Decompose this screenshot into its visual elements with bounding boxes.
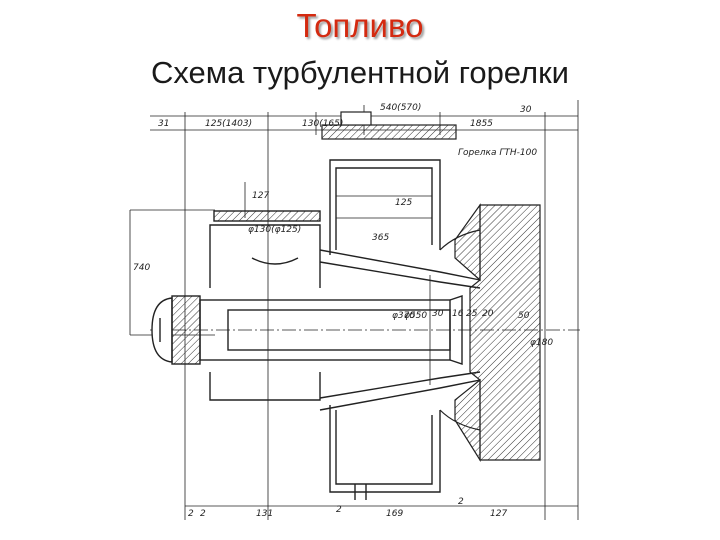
burner-throat xyxy=(439,203,541,463)
dim-caption: Горелка ГТН-100 xyxy=(458,148,537,158)
dim-25: 25 xyxy=(466,309,478,319)
slide-title: Топливо xyxy=(296,7,424,44)
dim-130-165: 130(165) xyxy=(302,119,343,129)
dim-d550: φ550 xyxy=(404,311,427,321)
dim-1855: 1855 xyxy=(470,119,493,129)
dim-d370: φ370 xyxy=(392,311,415,321)
upper-air-box xyxy=(329,159,441,255)
lance-cap xyxy=(151,295,201,365)
dim-169: 169 xyxy=(386,509,403,519)
dim-125-1403: 125(1403) xyxy=(205,119,252,129)
dim-125-mid: 125 xyxy=(395,198,412,208)
dim-131: 131 xyxy=(256,509,273,519)
dim-30: 30 xyxy=(520,105,532,115)
dim-2-a: 2 xyxy=(200,509,206,519)
swirl-cone xyxy=(319,249,481,411)
slide-subtitle: Схема турбулентной горелки xyxy=(150,55,569,90)
dim-365: 365 xyxy=(372,233,389,243)
top-flange xyxy=(321,111,457,140)
dim-2: 2 xyxy=(188,509,194,519)
dim-d180: φ180 xyxy=(530,338,553,348)
dim-d130-d125: φ130(φ125) xyxy=(248,225,301,235)
dim-540-570: 540(570) xyxy=(380,103,421,113)
dim-31: 31 xyxy=(158,119,169,129)
gas-inlet-box xyxy=(209,210,321,401)
dim-30-b: 30 xyxy=(432,309,444,319)
dim-127-bottom: 127 xyxy=(490,509,507,519)
dim-2-b: 2 xyxy=(336,505,342,515)
lower-air-box xyxy=(329,405,441,500)
dim-740: 740 xyxy=(133,263,150,273)
dim-127-top: 127 xyxy=(252,191,269,201)
dim-50: 50 xyxy=(518,311,530,321)
dim-20: 20 xyxy=(482,309,494,319)
dim-16: 16 xyxy=(452,309,464,319)
dim-2-c: 2 xyxy=(458,497,464,507)
